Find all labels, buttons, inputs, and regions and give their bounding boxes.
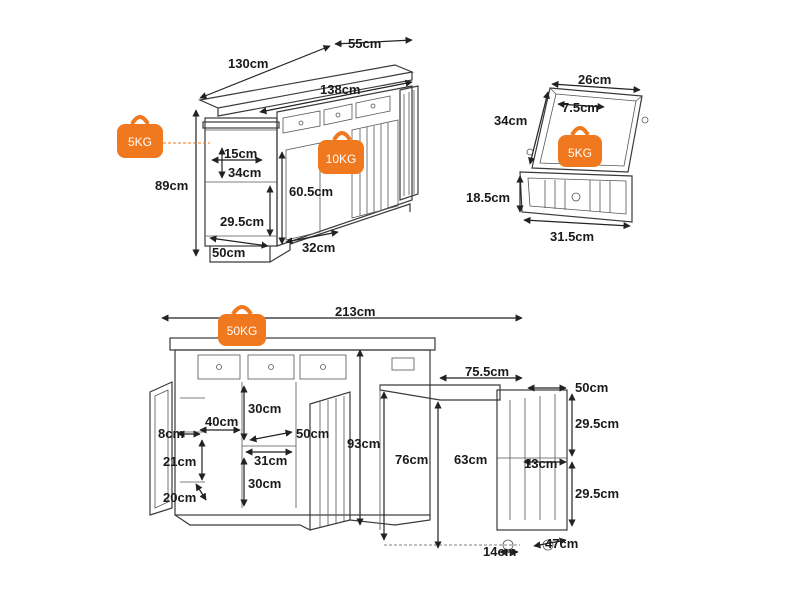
shelf-depth-label: 34cm [228,165,261,180]
door-shelf-height-label: 21cm [163,454,196,469]
drawer-load-tag: 5KG [558,126,602,167]
drop-leaf-length-label: 75.5cm [465,364,509,379]
drawer-load-label: 5KG [568,146,592,160]
wheel-offset-label: 14cm [483,544,516,559]
total-length-label: 213cm [335,304,375,319]
drawer-height-label: 18.5cm [466,190,510,205]
island-perspective-view: 5KG 10KG 130cm 55cm 138cm 89cm 15cm 34cm… [117,36,419,263]
shelf-load-tag: 5KG [117,115,163,158]
inner-width-label: 50cm [296,426,329,441]
drawer-view: 5KG 26cm 7.5cm 34cm 18.5cm 31.5cm [466,72,649,244]
shelf-gap-label: 15cm [224,146,257,161]
cabinet-height-label: 76cm [395,452,428,467]
cabinet-load-label: 10KG [326,152,357,166]
shelf-load-label: 5KG [128,135,152,149]
drawer-front-width-label: 31.5cm [550,229,594,244]
drawer-inner-depth-label: 7.5cm [562,100,599,115]
cart-shelf-height-lower-label: 29.5cm [575,486,619,501]
opening-width-label: 32cm [302,240,335,255]
extended-length-label: 138cm [320,82,360,97]
cart-length-label: 47cm [545,536,578,551]
overall-length-label: 130cm [228,56,268,71]
overall-height-label: 93cm [347,436,380,451]
cart-width-label: 50cm [575,380,608,395]
cart-shelf-height-upper-label: 29.5cm [575,416,619,431]
lower-compartment-width-label: 31cm [254,453,287,468]
base-width-label: 50cm [212,245,245,260]
shelf-height-label: 29.5cm [220,214,264,229]
upper-compartment-height-label: 30cm [248,401,281,416]
leaf-height-label: 63cm [454,452,487,467]
top-load-tag: 50KG [218,305,266,346]
height-label: 89cm [155,178,188,193]
door-bottom-height-label: 20cm [163,490,196,505]
cabinet-load-tag: 10KG [318,131,364,174]
depth-label: 55cm [348,36,381,51]
shelf-width-label: 40cm [205,414,238,429]
top-load-label: 50KG [227,324,258,338]
lower-compartment-height-label: 30cm [248,476,281,491]
door-shelf-width-label: 8cm [158,426,184,441]
drawer-top-width-label: 26cm [578,72,611,87]
opening-height-label: 60.5cm [289,184,333,199]
front-view: 50KG 213cm 75.5cm 50cm 8cm 40cm 30cm 50c… [149,304,619,559]
drawer-side-depth-label: 34cm [494,113,527,128]
cart-depth-label: 13cm [524,456,557,471]
